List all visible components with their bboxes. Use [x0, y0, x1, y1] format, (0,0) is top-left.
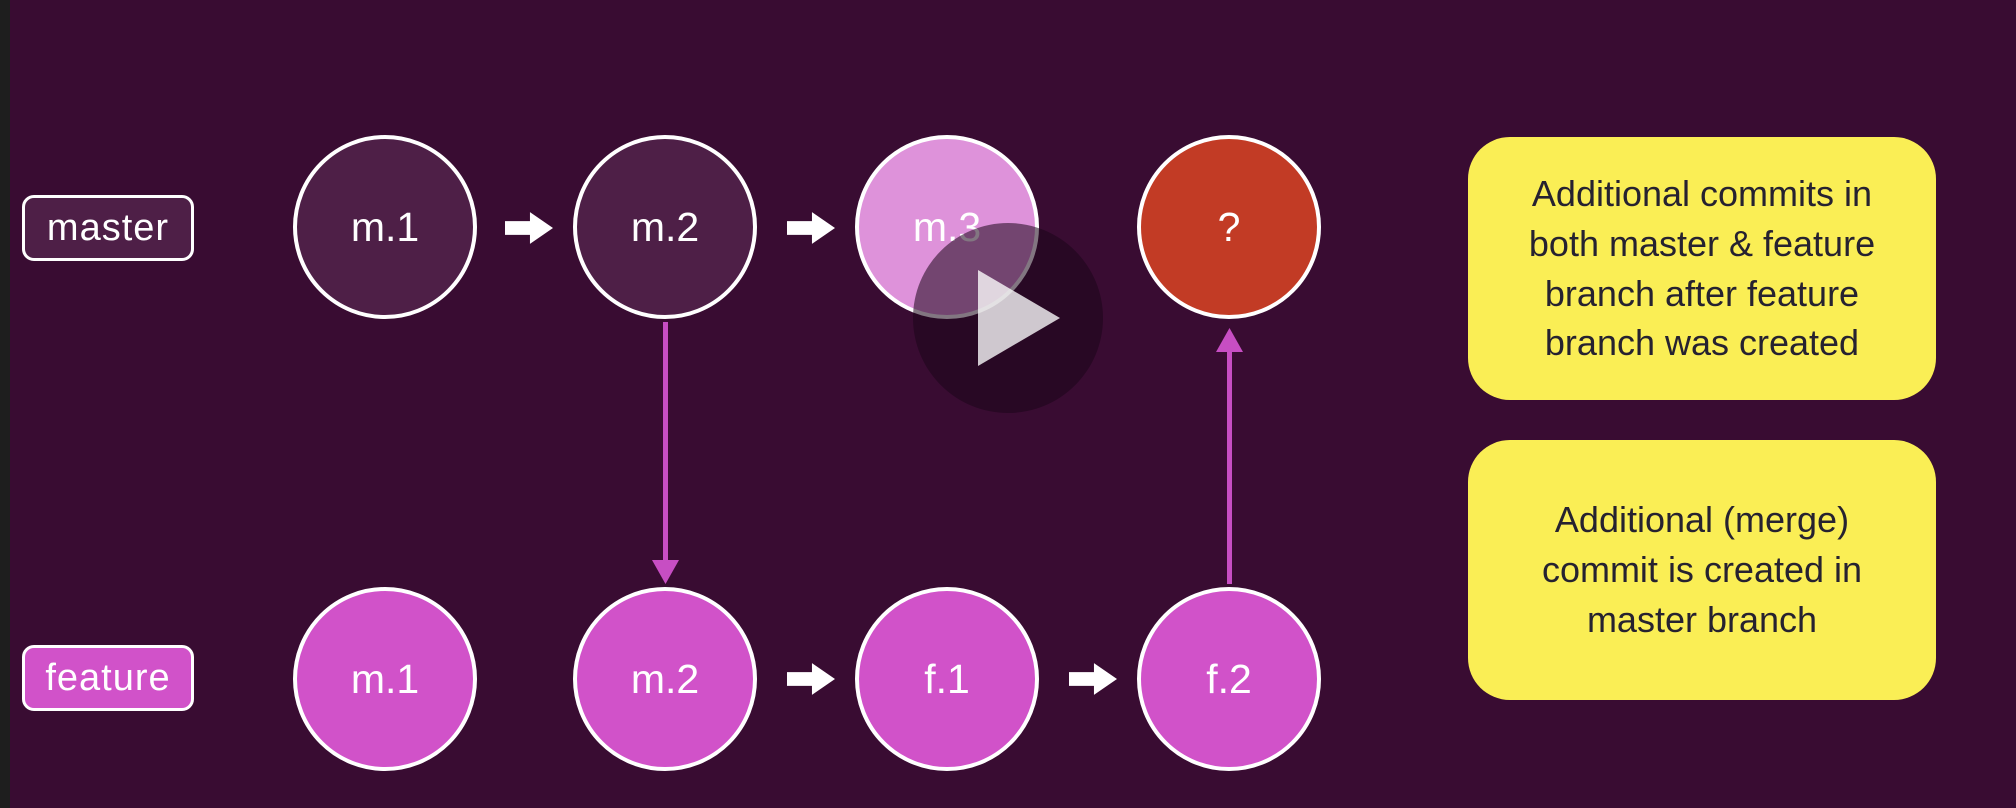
commit-node-master-m1: m.1 [293, 135, 477, 319]
commit-node-feature-f2: f.2 [1137, 587, 1321, 771]
commit-node-master-merge: ? [1137, 135, 1321, 319]
note-additional-commits: Additional commits in both master & feat… [1468, 137, 1936, 400]
left-edge-strip [0, 0, 10, 808]
connector-arrowhead-down-icon [652, 560, 679, 584]
commit-node-feature-m2: m.2 [573, 587, 757, 771]
connector-branch-line [663, 322, 668, 562]
note-merge-commit: Additional (merge) commit is created in … [1468, 440, 1936, 700]
connector-arrowhead-up-icon [1216, 328, 1243, 352]
commit-node-feature-f1: f.1 [855, 587, 1039, 771]
branch-label-feature: feature [22, 645, 194, 711]
commit-node-master-m2: m.2 [573, 135, 757, 319]
commit-arrow-icon [1069, 663, 1117, 695]
connector-merge-line [1227, 352, 1232, 584]
commit-arrow-icon [787, 663, 835, 695]
commit-arrow-icon [787, 212, 835, 244]
commit-node-feature-m1: m.1 [293, 587, 477, 771]
play-button[interactable] [913, 223, 1103, 413]
branch-label-master: master [22, 195, 194, 261]
commit-arrow-icon [505, 212, 553, 244]
